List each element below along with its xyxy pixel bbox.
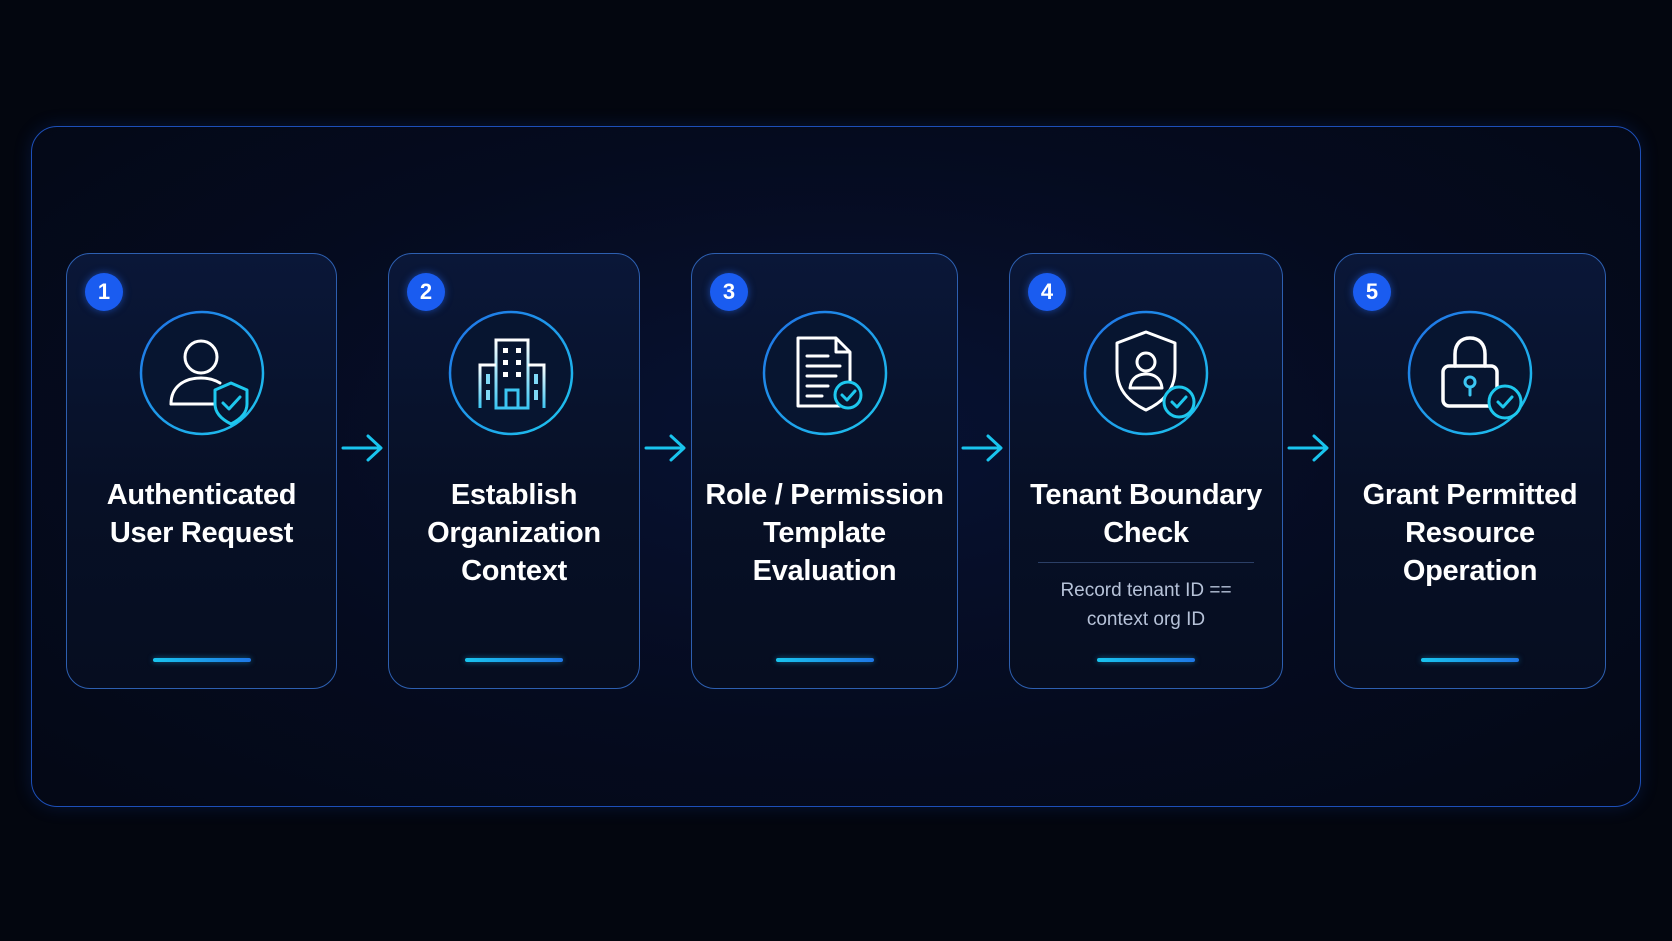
step-title-line: Establish xyxy=(450,479,578,511)
step-title-line: Authenticated xyxy=(106,479,297,511)
step-card-2: 2 xyxy=(388,253,640,689)
card-underline xyxy=(1097,658,1195,662)
step-card-3: 3 Role / Permission Template Eva xyxy=(691,253,958,689)
flow-arrow-icon xyxy=(644,434,686,462)
step-title: Establish Organization Context xyxy=(389,476,639,590)
step-title-line: Role / Permission xyxy=(705,479,944,511)
flow-arrow-icon xyxy=(1287,434,1329,462)
card-underline xyxy=(1421,658,1519,662)
step-number-badge: 3 xyxy=(710,273,748,311)
document-check-icon xyxy=(762,310,888,436)
step-title: Grant Permitted Resource Operation xyxy=(1335,476,1605,590)
step-note: Record tenant ID == context org ID xyxy=(1010,576,1282,634)
step-title-line: User Request xyxy=(109,517,294,549)
step-title: Authenticated User Request xyxy=(67,476,336,552)
step-title-line: Grant Permitted xyxy=(1362,479,1578,511)
card-divider xyxy=(1038,562,1254,563)
step-title: Tenant Boundary Check xyxy=(1010,476,1282,552)
step-note-line: Record tenant ID == xyxy=(1060,580,1232,601)
step-number-badge: 4 xyxy=(1028,273,1066,311)
step-title-line: Tenant Boundary xyxy=(1030,479,1262,511)
step-card-5: 5 Grant Permitted Resource Operation xyxy=(1334,253,1606,689)
card-underline xyxy=(775,658,874,662)
step-card-1: 1 Authenticated User Request xyxy=(66,253,337,689)
step-title-line: Check xyxy=(1103,517,1189,549)
user-shield-icon xyxy=(139,310,265,436)
step-card-4: 4 Tenant Boundary Check Record tenant ID… xyxy=(1009,253,1283,689)
step-title-line: Template xyxy=(763,517,886,549)
step-title-line: Context xyxy=(461,555,567,587)
step-title-line: Resource xyxy=(1405,517,1535,549)
step-title-line: Evaluation xyxy=(752,555,897,587)
step-title-line: Operation xyxy=(1402,555,1538,587)
step-title-line: Organization xyxy=(427,517,601,549)
card-underline xyxy=(152,658,251,662)
step-note-line: context org ID xyxy=(1086,609,1206,630)
building-icon xyxy=(448,310,574,436)
step-title: Role / Permission Template Evaluation xyxy=(692,476,957,590)
step-number-badge: 2 xyxy=(407,273,445,311)
flow-arrow-icon xyxy=(961,434,1003,462)
lock-check-icon xyxy=(1407,310,1533,436)
step-number-badge: 5 xyxy=(1353,273,1391,311)
shield-user-check-icon xyxy=(1083,310,1209,436)
flow-arrow-icon xyxy=(341,434,383,462)
card-underline xyxy=(465,658,563,662)
step-number-badge: 1 xyxy=(85,273,123,311)
